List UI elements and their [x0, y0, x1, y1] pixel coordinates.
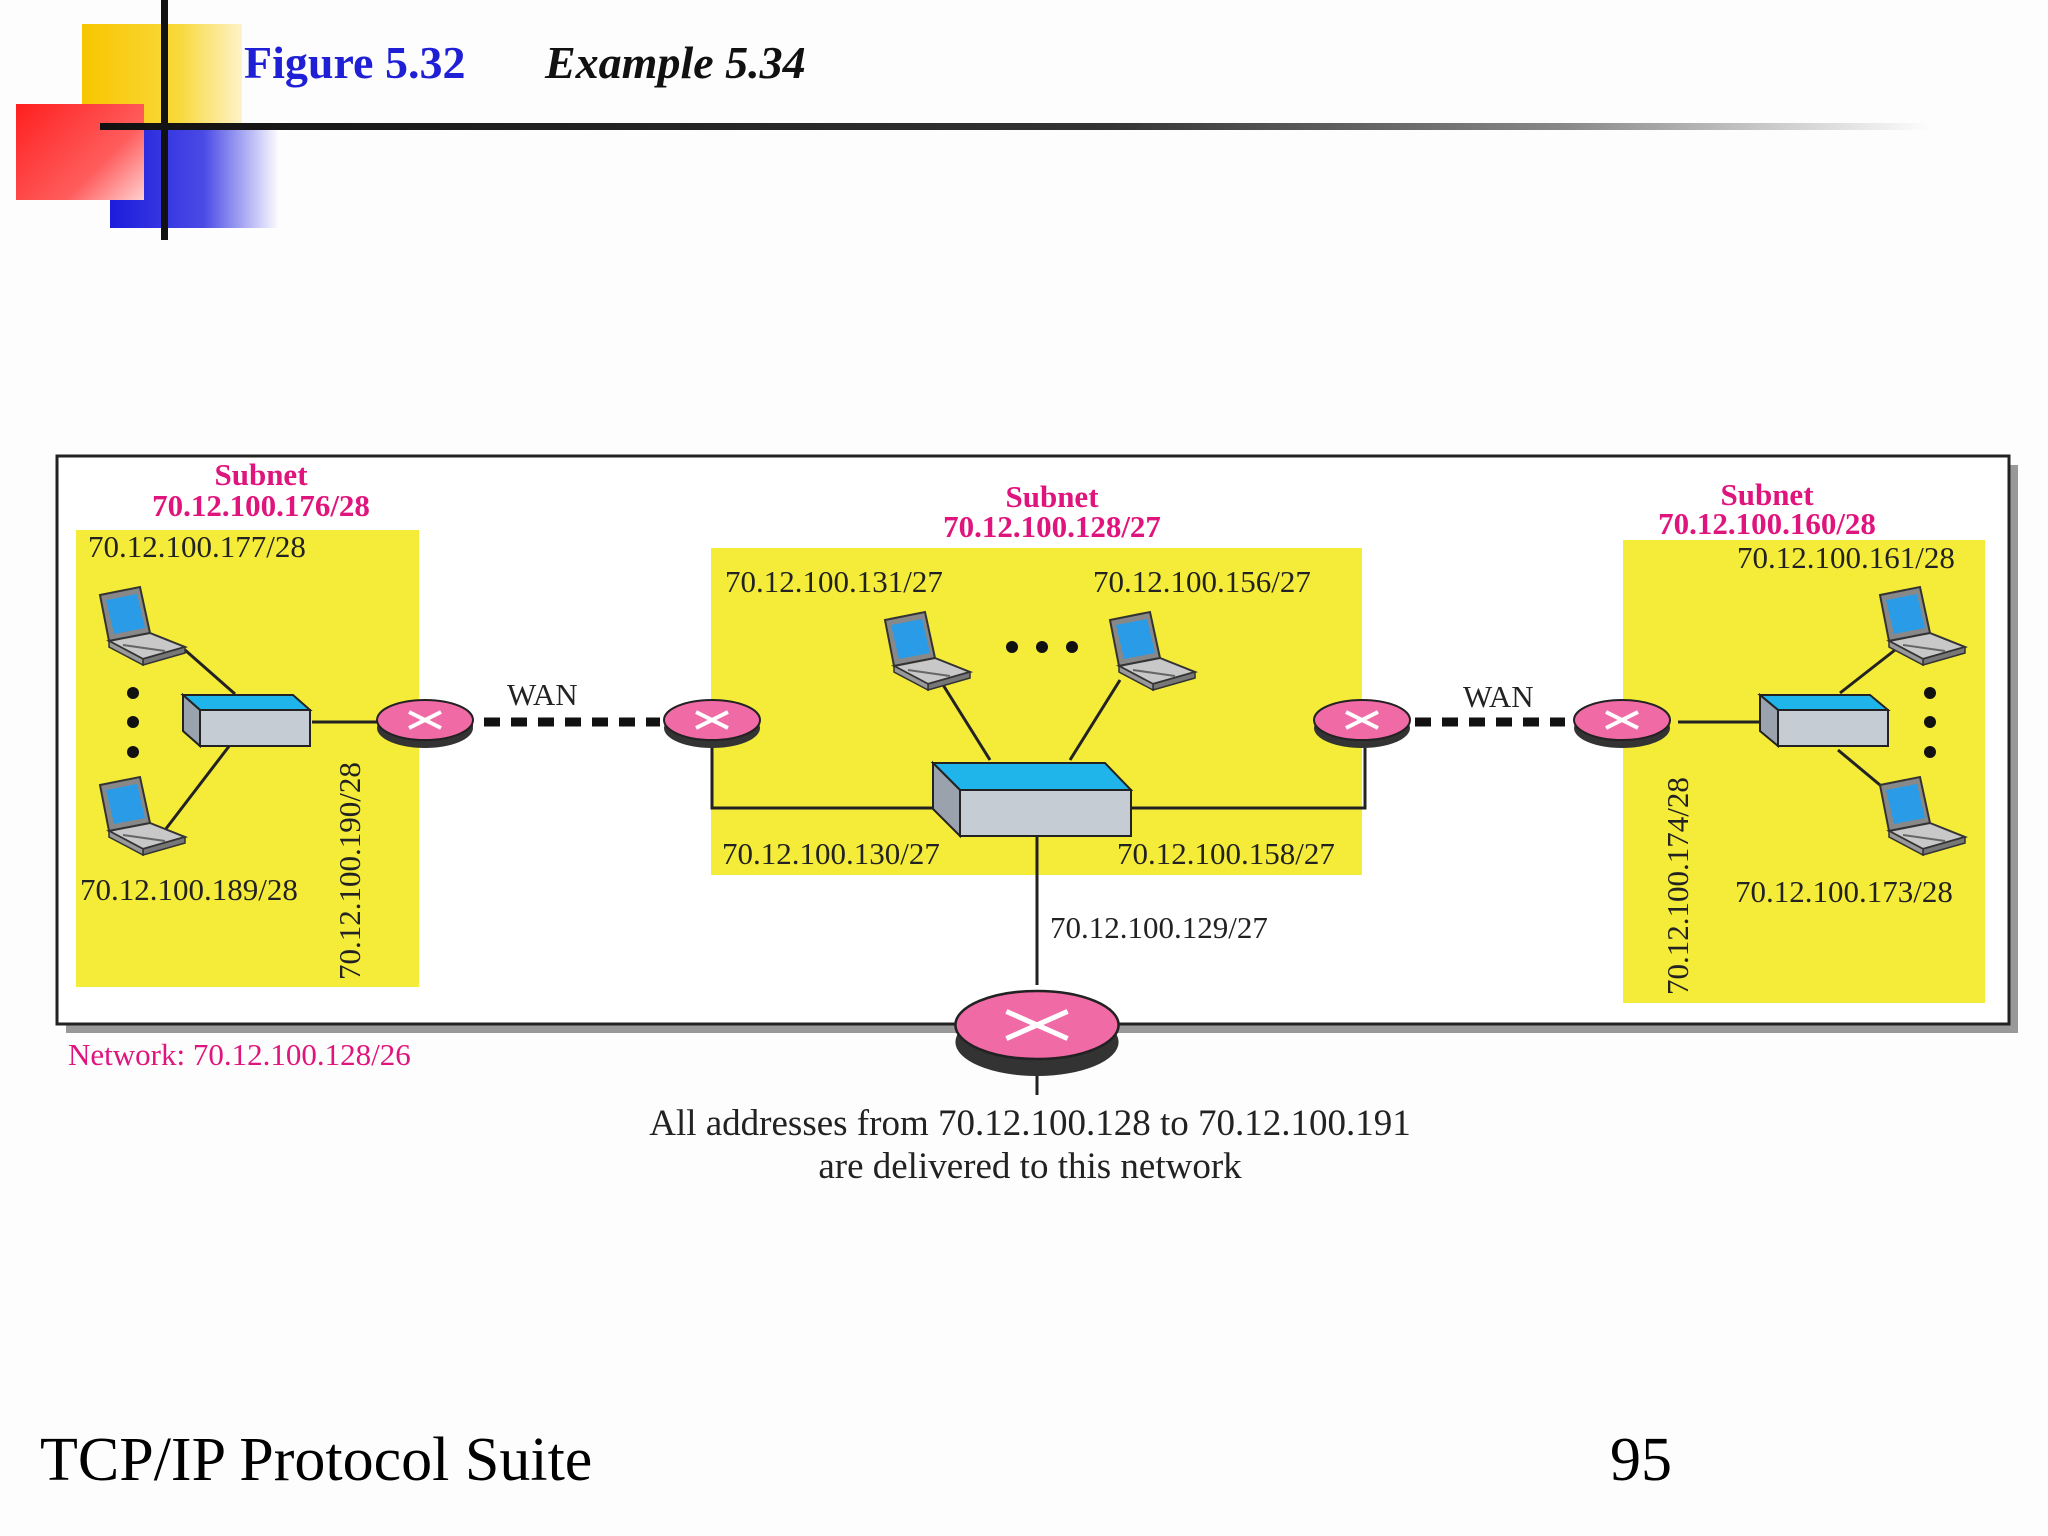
decor-red-square — [16, 104, 144, 200]
header-rule — [100, 123, 1930, 130]
left-router-interface-address: 70.12.100.190/28 — [332, 762, 367, 980]
right-host-bottom-address: 70.12.100.173/28 — [1735, 874, 1953, 909]
right-host-top-address: 70.12.100.161/28 — [1737, 540, 1955, 575]
center-host-left-address: 70.12.100.131/27 — [725, 564, 943, 599]
subnet-left-title: Subnet — [214, 457, 308, 492]
left-host-top-address: 70.12.100.177/28 — [88, 529, 306, 564]
switch-center — [930, 760, 1134, 839]
center-host-right-address: 70.12.100.156/27 — [1093, 564, 1311, 599]
router-center-left-icon — [662, 698, 762, 750]
subnet-left-prefix: 70.12.100.176/28 — [152, 488, 370, 523]
page-number: 95 — [1610, 1426, 1672, 1494]
switch-right — [1757, 692, 1891, 749]
right-router-interface-address: 70.12.100.174/28 — [1660, 777, 1695, 995]
center-router-bottom-interface: 70.12.100.129/27 — [1050, 910, 1268, 945]
ellipsis-dots — [127, 641, 1936, 758]
router-left-icon — [375, 698, 475, 750]
router-right-icon — [1572, 698, 1672, 750]
center-router-right-interface: 70.12.100.158/27 — [1117, 836, 1335, 871]
subnet-center-title: Subnet — [1005, 479, 1099, 514]
caption-line-2: are delivered to this network — [818, 1146, 1242, 1187]
wan-left-label: WAN — [507, 677, 578, 712]
network-label: Network: 70.12.100.128/26 — [68, 1037, 411, 1072]
figure-number: Figure 5.32 — [244, 37, 466, 88]
subnet-right-title: Subnet — [1720, 477, 1814, 512]
caption-line-1: All addresses from 70.12.100.128 to 70.1… — [649, 1103, 1411, 1144]
center-router-left-interface: 70.12.100.130/27 — [722, 836, 940, 871]
wan-right-label: WAN — [1463, 679, 1534, 714]
router-center-right-icon — [1312, 698, 1412, 750]
decor-vertical-line — [161, 0, 168, 240]
subnet-center-prefix: 70.12.100.128/27 — [943, 509, 1161, 544]
links — [163, 648, 1896, 1095]
left-host-bottom-address: 70.12.100.189/28 — [80, 872, 298, 907]
switch-left — [180, 692, 313, 749]
example-label: Example 5.34 — [545, 37, 806, 88]
footer-title: TCP/IP Protocol Suite — [40, 1426, 593, 1494]
subnet-right-prefix: 70.12.100.160/28 — [1658, 506, 1876, 541]
router-main-icon — [954, 989, 1120, 1076]
